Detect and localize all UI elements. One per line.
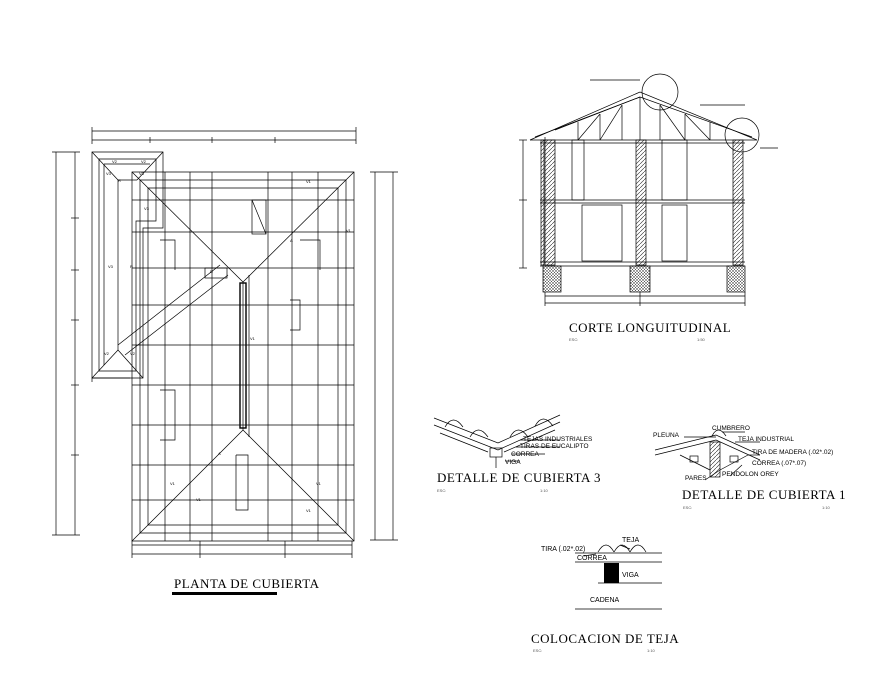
svg-text:V3: V3 [139,171,145,176]
label-viga: VIGA [505,459,521,466]
label-correa-colocacion: CORREA [577,555,607,562]
svg-text:V1: V1 [306,508,312,513]
label-viga-colocacion: VIGA [622,572,639,579]
label-pendolon: PENDOLON OREY [722,471,779,478]
svg-text:D: D [210,269,213,274]
detalle1-title: DETALLE DE CUBIERTA 1 [682,487,846,502]
corte-title: CORTE LONGUITUDINAL [569,320,732,335]
label-teja-industrial: TEJA INDUSTRIAL [738,436,794,443]
longitudinal-section [519,73,778,306]
label-pares: PARES [685,475,707,482]
colocacion-scale-value: 1:10 [647,648,655,653]
corte-scale-label: ESC: [569,337,579,342]
svg-text:A: A [218,451,221,456]
svg-text:V1: V1 [316,481,322,486]
svg-text:R: R [130,264,133,269]
label-tiras-eucalipto: TIRAS DE EUCALIPTO [520,443,589,450]
svg-text:A: A [290,238,293,243]
roof-detail-1 [654,429,761,481]
detalle1-scale-label: ESC: [683,505,693,510]
svg-text:V1: V1 [196,497,202,502]
detalle3-scale-value: 1:10 [540,488,548,493]
label-correa-detalle1: CORREA (.07*.07) [752,460,807,467]
label-tejas-industriales: TEJAS INDUSTRIALES [523,436,593,443]
detalle1-scale-value: 1:10 [822,505,830,510]
svg-text:R: R [118,178,121,183]
viga-block [604,563,619,583]
svg-text:V1: V1 [170,481,176,486]
svg-text:V1: V1 [250,336,256,341]
svg-text:V3: V3 [108,264,114,269]
svg-text:V1: V1 [306,179,312,184]
svg-text:V2: V2 [104,351,110,356]
roof-detail-3 [433,414,561,468]
colocacion-scale-label: ESC: [533,648,543,653]
svg-text:V3: V3 [106,171,112,176]
colocacion-title: COLOCACION DE TEJA [531,631,680,646]
label-cadena: CADENA [590,597,620,604]
section-columns [540,139,746,293]
svg-text:V2: V2 [112,159,118,164]
roof-plan [52,127,398,558]
svg-text:V3: V3 [144,206,150,211]
label-cumbrero: CUMBRERO [712,425,750,432]
label-tira: TIRA (.02*.02) [541,546,586,553]
corte-scale-value: 1:50 [697,337,705,342]
detalle3-scale-label: ESC: [437,488,447,493]
label-teja: TEJA [622,537,640,544]
svg-text:V2: V2 [141,159,147,164]
detalle3-title: DETALLE DE CUBIERTA 3 [437,470,601,485]
label-pleuna: PLEUNA [653,432,680,439]
planta-underline [172,592,277,595]
svg-text:V2: V2 [130,351,136,356]
planta-title: PLANTA DE CUBIERTA [174,576,320,591]
svg-text:V1: V1 [346,228,352,233]
label-correa: CORREA [511,451,539,458]
label-tira-madera: TIRA DE MADERA (.02*.02) [752,449,834,456]
